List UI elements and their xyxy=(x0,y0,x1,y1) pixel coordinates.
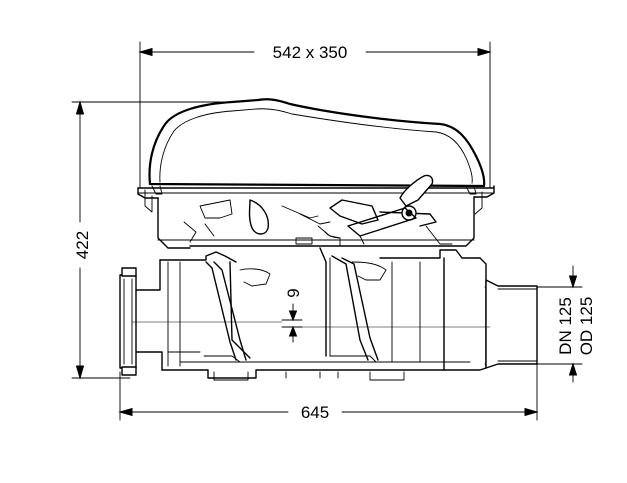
outlet-spigot xyxy=(485,279,538,369)
arrow-down-icon xyxy=(288,310,298,322)
cover-lid xyxy=(137,98,495,215)
pipe-od-label: OD 125 xyxy=(577,297,596,356)
inlet-seal-ring xyxy=(119,274,137,369)
dimension-total-height: 422 xyxy=(71,100,257,380)
frame-body xyxy=(157,174,475,249)
arrow-up-icon xyxy=(75,100,85,115)
dimension-offset: 9 xyxy=(281,288,303,343)
arrow-left-icon xyxy=(138,47,153,57)
arrow-up-icon xyxy=(288,325,298,337)
total-height-label: 422 xyxy=(73,231,92,259)
top-width-label: 542 x 350 xyxy=(273,43,348,62)
arrow-up-icon xyxy=(568,362,578,376)
arrow-right-icon xyxy=(524,407,539,417)
pipe-body xyxy=(119,247,538,381)
arrow-down-icon xyxy=(75,365,85,380)
pipe-dn-label: DN 125 xyxy=(556,297,575,355)
lever-handle xyxy=(399,174,434,207)
offset-label: 9 xyxy=(284,288,303,297)
arrow-right-icon xyxy=(477,47,492,57)
arrow-down-icon xyxy=(568,275,578,289)
total-length-label: 645 xyxy=(301,403,329,422)
dimension-total-length: 645 xyxy=(118,344,539,422)
arrow-left-icon xyxy=(118,407,133,417)
dimension-top-width: 542 x 350 xyxy=(138,41,492,189)
